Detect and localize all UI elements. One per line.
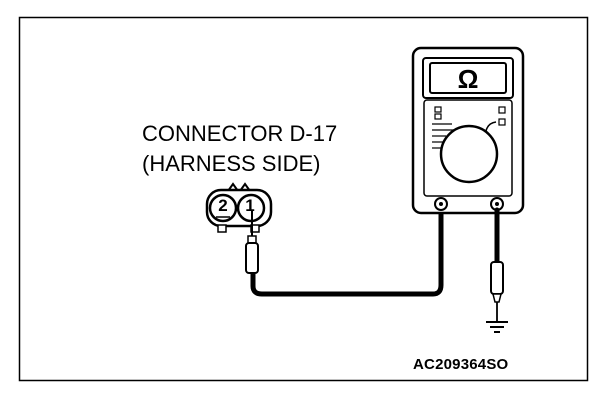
- connector-label-line-1: CONNECTOR D-17: [142, 121, 338, 146]
- pin-1-label: 1: [245, 196, 255, 215]
- connector-d17: [205, 182, 273, 233]
- test-lead-wire: [250, 204, 444, 297]
- selector-dial: [439, 124, 499, 184]
- figure-code: AC209364SO: [413, 356, 509, 373]
- multimeter: [411, 46, 525, 215]
- ground-probe: [490, 207, 504, 322]
- pin-2-terminal: [208, 193, 238, 223]
- ground-icon: [486, 321, 508, 333]
- connector-label-line-2: (HARNESS SIDE): [142, 151, 321, 176]
- probe-pin-1: [245, 210, 259, 274]
- ohm-symbol: Ω: [457, 64, 479, 94]
- pin-2-label: 2: [218, 196, 228, 215]
- figure-border: [18, 16, 589, 382]
